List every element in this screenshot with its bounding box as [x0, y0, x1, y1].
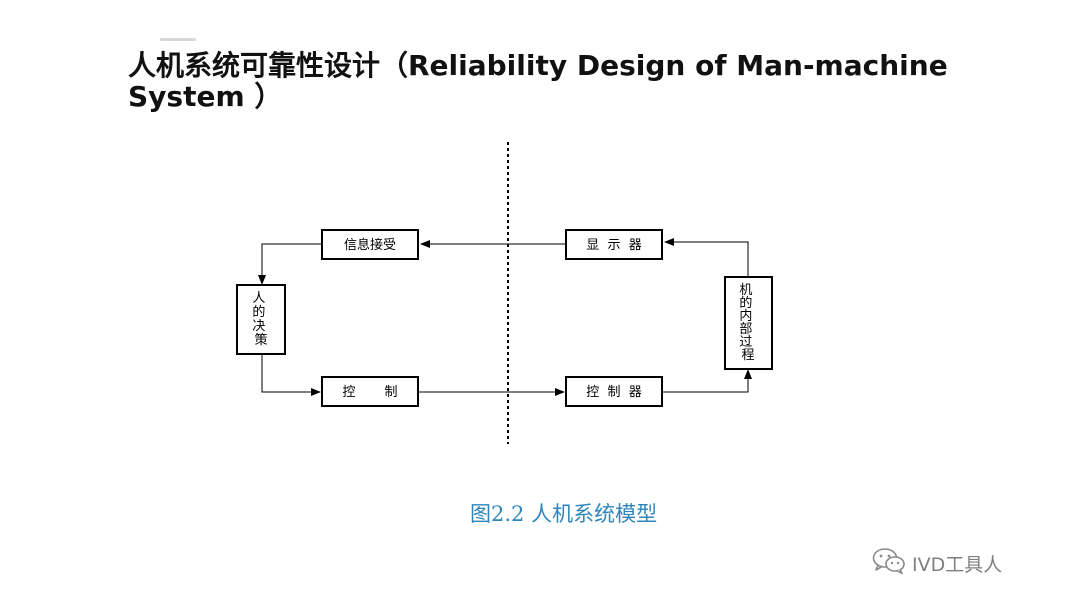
- node-machine-process-char: 过: [739, 335, 752, 350]
- node-control: 控 制: [321, 376, 419, 407]
- node-display: 显 示 器: [565, 229, 663, 260]
- node-machine-process: 机 的 内 部 过 程: [724, 276, 773, 370]
- node-info-receive: 信息接受: [321, 229, 419, 260]
- node-info-receive-label: 信息接受: [344, 237, 396, 253]
- node-controller: 控 制 器: [565, 376, 663, 407]
- edge-decision-to-control: [261, 355, 321, 396]
- node-human-decision-label: 人 的 决 策: [252, 291, 269, 348]
- node-display-label: 显 示 器: [586, 238, 642, 253]
- wechat-icon: [872, 547, 906, 579]
- node-machine-process-label: 机 的 内 部 过 程: [739, 283, 756, 363]
- node-machine-process-char: 内: [739, 308, 752, 324]
- title-decoration: [160, 38, 196, 41]
- node-human-decision: 人 的 决 策: [236, 284, 286, 355]
- edge-controller-to-machine-process: [663, 369, 752, 393]
- watermark-text: IVD工具人: [912, 553, 1003, 576]
- node-controller-label: 控 制 器: [586, 385, 642, 400]
- edge-info-receive-to-decision: [258, 243, 322, 285]
- node-machine-process-char: 部: [739, 322, 752, 337]
- slide-title: 人机系统可靠性设计（Reliability Design of Man-mach…: [128, 49, 948, 113]
- node-machine-process-char: 的: [739, 295, 752, 311]
- node-human-decision-char: 决: [252, 319, 265, 334]
- node-human-decision-char: 策: [254, 332, 267, 348]
- node-machine-process-char: 程: [741, 348, 754, 363]
- node-human-decision-char: 的: [252, 304, 265, 320]
- figure-caption: 图2.2 人机系统模型: [470, 502, 658, 526]
- node-control-label: 控 制: [343, 385, 398, 400]
- node-machine-process-char: 机: [739, 283, 752, 298]
- watermark: IVD工具人: [872, 548, 1002, 578]
- node-human-decision-char: 人: [252, 291, 265, 306]
- edge-machine-process-to-display: [664, 238, 749, 276]
